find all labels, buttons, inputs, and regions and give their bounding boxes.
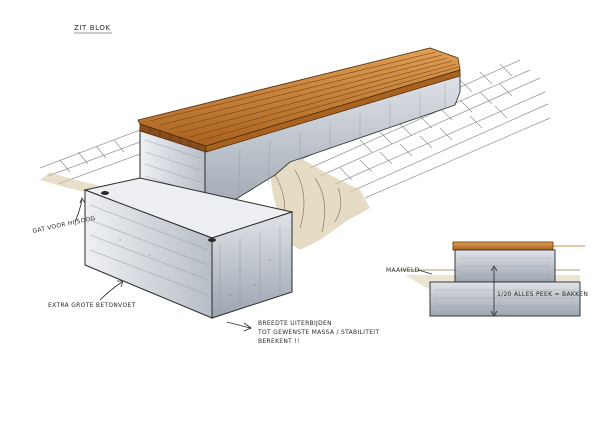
wood-seat <box>137 47 461 153</box>
note-line-1: BREEDTE UITERBIJDEN <box>258 320 332 327</box>
note-line-3: BEREKENT !! <box>258 338 300 345</box>
annotation-foot: EXTRA GROTE BETONVOET <box>48 280 136 309</box>
paving-pattern <box>39 59 551 199</box>
lifting-hole-icon <box>101 191 109 195</box>
annotation-note: BREEDTE UITERBIJDEN TOT GEWENSTE MASSA /… <box>226 320 379 345</box>
page-title: ZIT BLOK <box>74 24 111 32</box>
note-line-2: TOT GEWENSTE MASSA / STABILITEIT <box>257 329 379 336</box>
foot-label: EXTRA GROTE BETONVOET <box>48 302 136 309</box>
title-group: ZIT BLOK <box>74 24 112 34</box>
lifting-hole-icon <box>208 238 216 242</box>
dimension-label: 1/20 ALLES PEEK = BAKKEN <box>497 291 588 298</box>
ground-level-label: MAAIVELD <box>386 267 420 274</box>
concrete-foot <box>83 177 294 319</box>
section-detail: 1/20 ALLES PEEK = BAKKEN MAAIVELD <box>386 241 588 317</box>
